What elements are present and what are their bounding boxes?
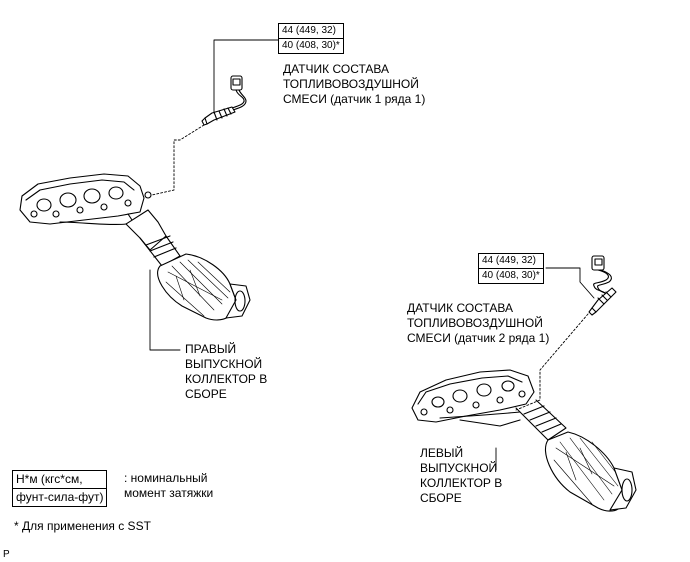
torque-sst-value: 40 (408, 30)* xyxy=(279,38,343,53)
left-manifold-label-line4: СБОРЕ xyxy=(420,491,462,505)
torque-standard-value: 44 (449, 32) xyxy=(282,25,336,36)
torque-standard-value: 44 (449, 32) xyxy=(482,255,536,266)
sensor-1-label-line1: ДАТЧИК СОСТАВА xyxy=(283,62,390,76)
torque-spec-box-lower: 44 (449, 32) 40 (408, 30)* xyxy=(478,253,544,284)
torque-spec-box-upper: 44 (449, 32) 40 (408, 30)* xyxy=(278,23,344,54)
left-manifold-label-line3: КОЛЛЕКТОР В xyxy=(420,476,503,490)
legend-unit-line2: фунт-сила-фут) xyxy=(13,488,107,506)
torque-sst-value: 40 (408, 30)* xyxy=(479,268,543,283)
legend-description-line2: момент затяжки xyxy=(124,486,214,500)
sst-footnote: * Для применения с SST xyxy=(14,519,151,533)
right-exhaust-manifold-drawing xyxy=(19,173,251,321)
sensor-2-label-line2: ТОПЛИВОВОЗДУШНОЙ xyxy=(407,316,543,330)
air-fuel-sensor-2-drawing xyxy=(588,255,617,316)
left-manifold-label-line1: ЛЕВЫЙ xyxy=(420,446,464,460)
legend-unit-line1: Н*м (кгс*см, xyxy=(16,472,83,486)
right-manifold-label-line4: СБОРЕ xyxy=(185,387,227,401)
right-manifold-label-line2: ВЫПУСКНОЙ xyxy=(185,357,263,371)
legend-description: : номинальный момент затяжки xyxy=(124,471,213,501)
sensor-2-label: ДАТЧИК СОСТАВА ТОПЛИВОВОЗДУШНОЙ СМЕСИ (д… xyxy=(407,301,549,346)
sensor-2-label-line1: ДАТЧИК СОСТАВА xyxy=(407,301,514,315)
air-fuel-sensor-1-drawing xyxy=(201,75,247,126)
left-manifold-label-line2: ВЫПУСКНОЙ xyxy=(420,461,498,475)
sensor-2-label-line3: СМЕСИ (датчик 2 ряда 1) xyxy=(407,331,550,345)
right-manifold-label-line1: ПРАВЫЙ xyxy=(185,342,237,356)
sensor-1-label-line2: ТОПЛИВОВОЗДУШНОЙ xyxy=(283,77,419,91)
left-exhaust-manifold-drawing xyxy=(411,369,637,512)
left-manifold-label: ЛЕВЫЙ ВЫПУСКНОЙ КОЛЛЕКТОР В СБОРЕ xyxy=(420,446,502,506)
right-manifold-label-line3: КОЛЛЕКТОР В xyxy=(185,372,268,386)
sensor-1-label-line3: СМЕСИ (датчик 1 ряда 1) xyxy=(283,92,426,106)
legend-description-line1: : номинальный xyxy=(124,471,208,485)
right-manifold-label: ПРАВЫЙ ВЫПУСКНОЙ КОЛЛЕКТОР В СБОРЕ xyxy=(185,342,267,402)
figure-code: P xyxy=(3,549,10,560)
torque-unit-legend-box: Н*м (кгс*см, фунт-сила-фут) xyxy=(12,470,108,507)
sensor-1-label: ДАТЧИК СОСТАВА ТОПЛИВОВОЗДУШНОЙ СМЕСИ (д… xyxy=(283,62,425,107)
